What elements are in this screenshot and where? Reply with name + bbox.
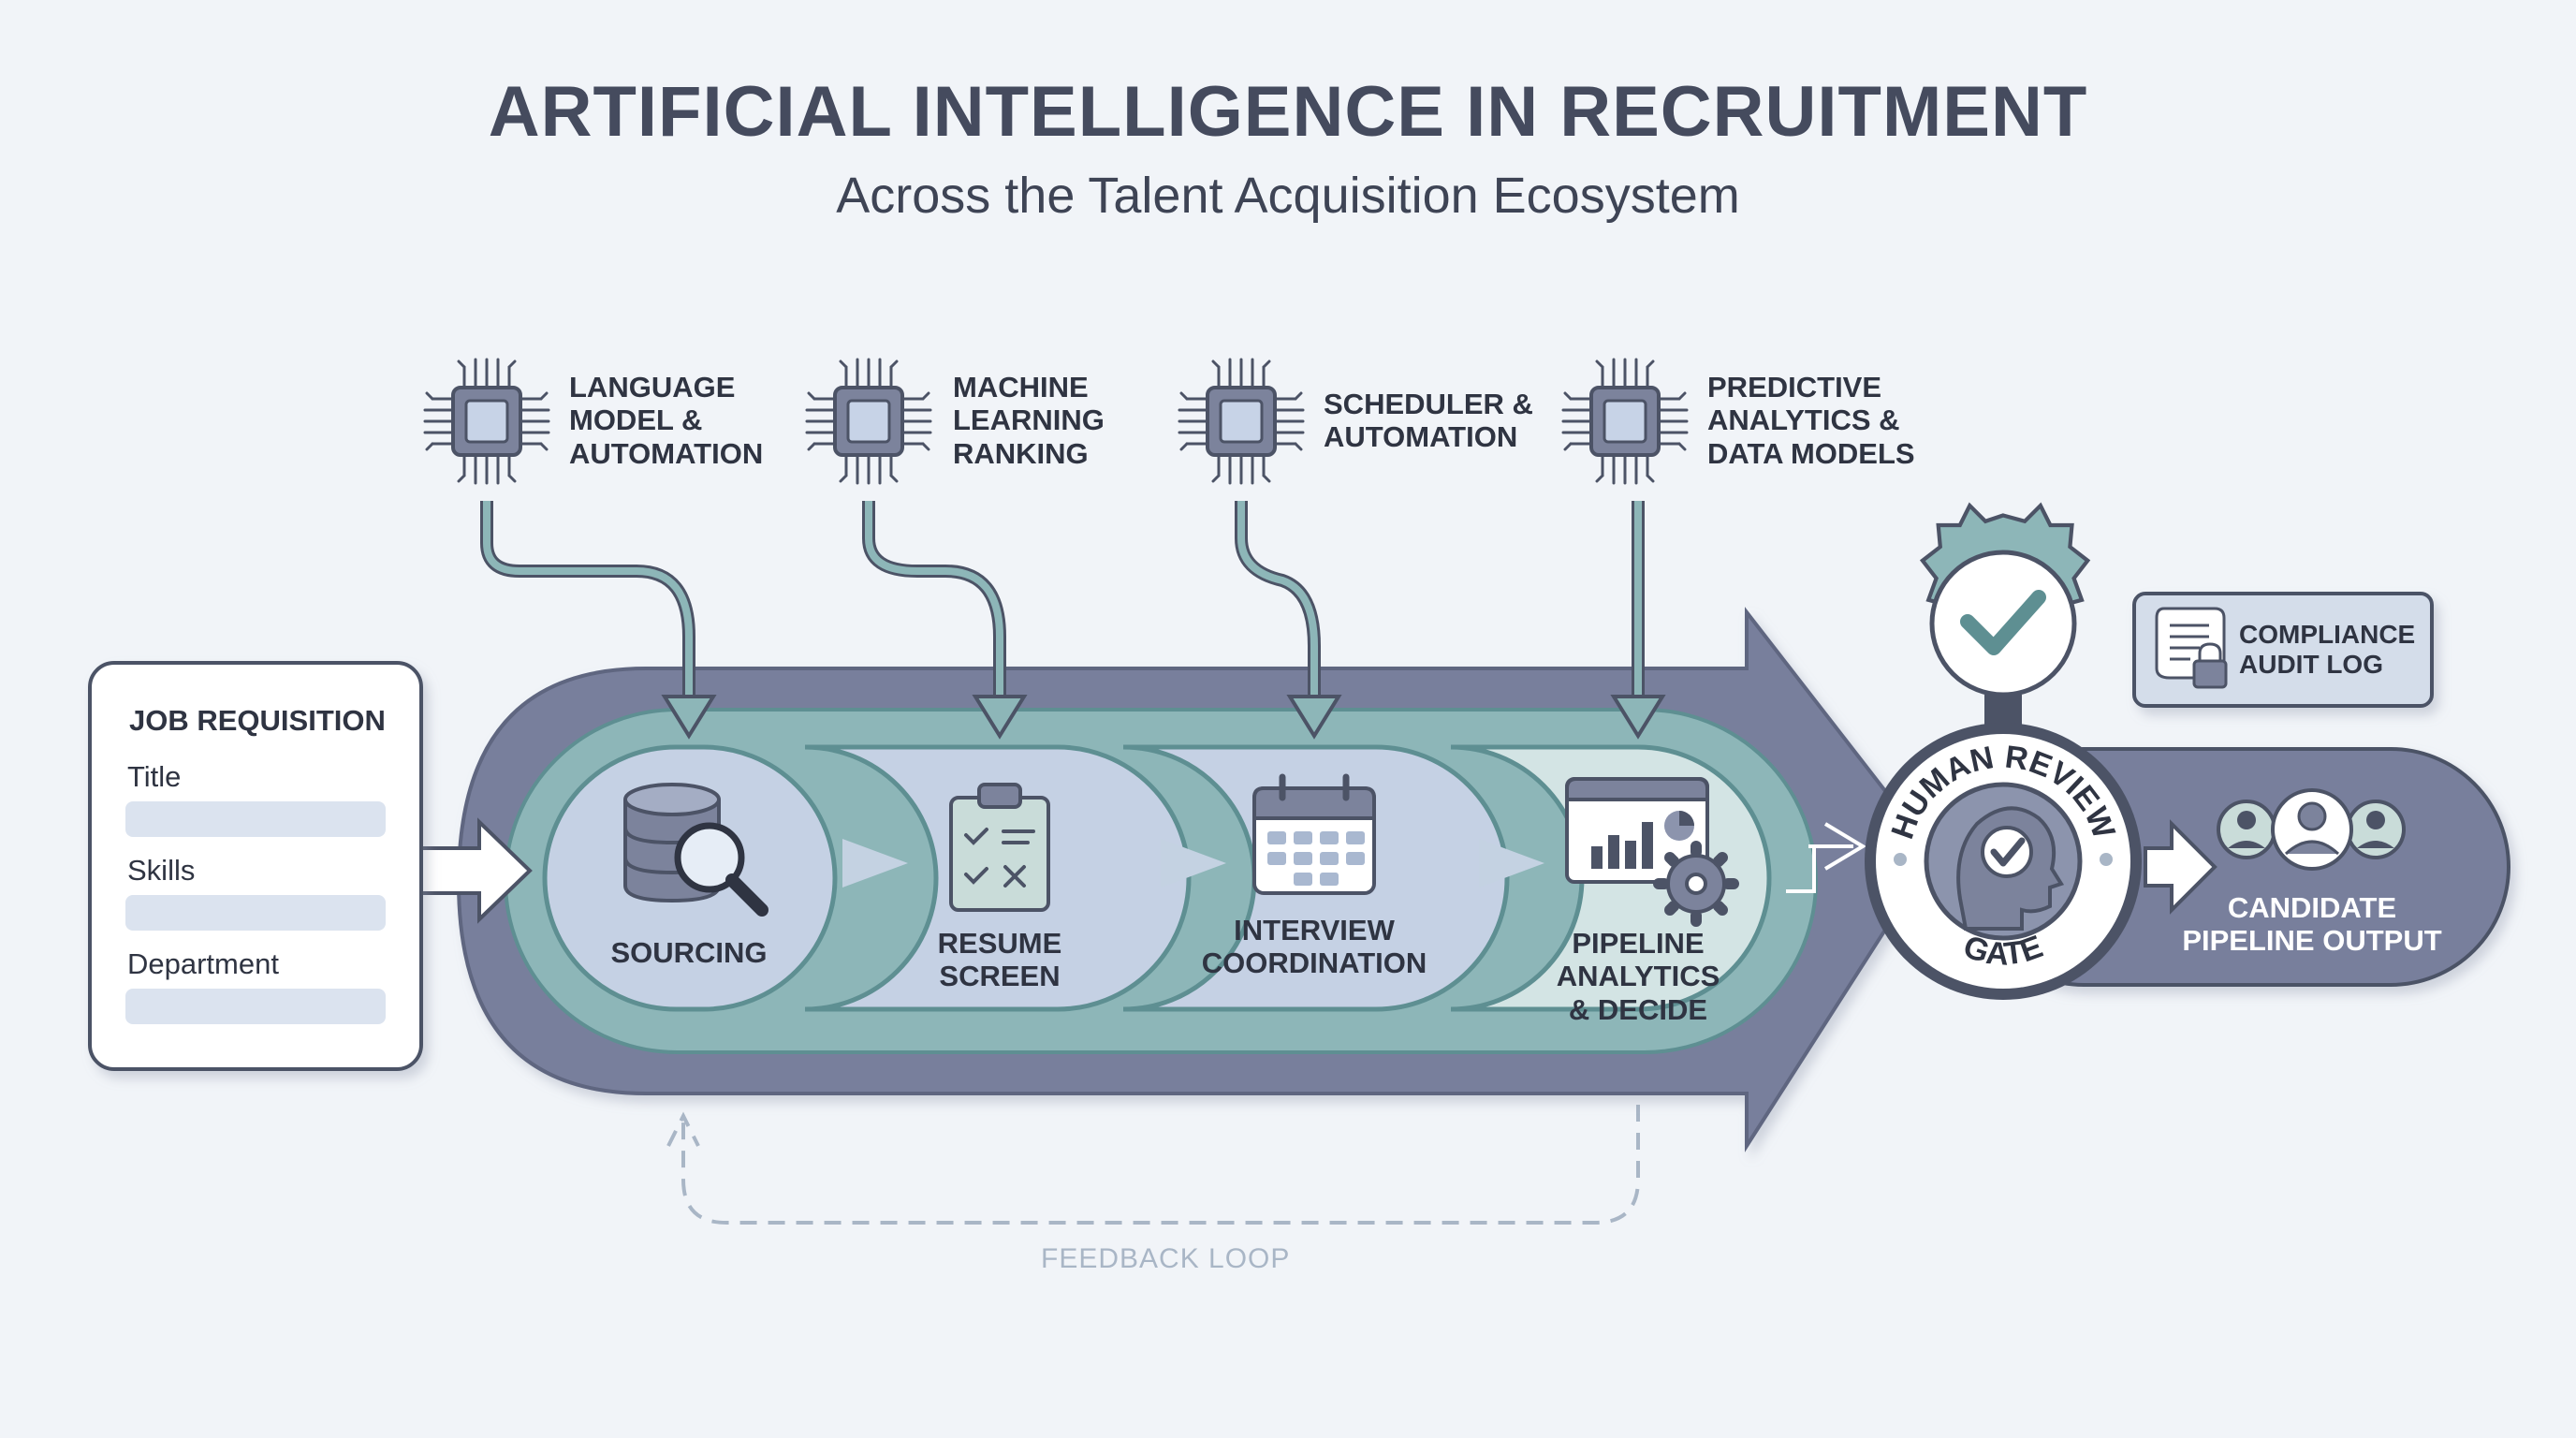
- chip-icon: [805, 358, 932, 485]
- calendar-icon: [1252, 773, 1376, 895]
- feedback-arrowhead: [666, 1111, 700, 1147]
- output-label: CANDIDATE PIPELINE OUTPUT: [2182, 891, 2442, 958]
- field-label-skills: Skills: [127, 854, 196, 887]
- chip-icon: [1561, 358, 1689, 485]
- stage-label-resume: RESUME SCREEN: [937, 927, 1062, 993]
- stage-chevrons: [842, 839, 1544, 888]
- ai-module-language-label: LANGUAGE MODEL & AUTOMATION: [569, 371, 764, 470]
- department-field-box[interactable]: [125, 989, 386, 1024]
- ai-module-predictive-label: PREDICTIVE ANALYTICS & DATA MODELS: [1707, 371, 1915, 470]
- feedback-loop-path: [681, 1049, 1640, 1225]
- dashboard-gear-icon: [1565, 777, 1739, 927]
- stage-label-sourcing: SOURCING: [610, 936, 768, 969]
- feedback-loop-label: FEEDBACK LOOP: [1041, 1243, 1291, 1274]
- field-label-title: Title: [127, 760, 182, 793]
- ai-module-scheduler-label: SCHEDULER & AUTOMATION: [1324, 388, 1533, 454]
- job-requisition-title: JOB REQUISITION: [129, 704, 386, 737]
- chip-icon: [423, 358, 550, 485]
- gate-entry-arrow: [1786, 844, 1853, 893]
- compliance-card: [2132, 592, 2434, 708]
- clipboard-checklist-icon: [949, 783, 1050, 912]
- stage-label-pipeline: PIPELINE ANALYTICS & DECIDE: [1556, 927, 1720, 1026]
- chip-icon: [1178, 358, 1305, 485]
- page-subtitle: Across the Talent Acquisition Ecosystem: [836, 168, 1740, 224]
- output-arrow: [2144, 819, 2217, 915]
- stage-label-interview: INTERVIEW COORDINATION: [1201, 914, 1427, 980]
- scroll-lock-icon: [2155, 607, 2228, 689]
- connector-arrowheads: [661, 695, 1666, 740]
- people-group-icon: [2217, 788, 2406, 871]
- title-field-box[interactable]: [125, 801, 386, 837]
- compliance-label: COMPLIANCE AUDIT LOG: [2239, 620, 2416, 679]
- database-search-icon: [623, 783, 768, 917]
- head-check-icon: [1956, 806, 2065, 931]
- field-label-department: Department: [127, 947, 279, 980]
- human-review-gate: HUMAN REVIEW GATE: [1865, 502, 2142, 1000]
- skills-field-box[interactable]: [125, 895, 386, 931]
- job-requisition-card: [88, 661, 423, 1071]
- page-title: ARTIFICIAL INTELLIGENCE IN RECRUITMENT: [488, 72, 2088, 152]
- ai-connectors: [480, 501, 1645, 710]
- ai-module-ranking-label: MACHINE LEARNING RANKING: [953, 371, 1105, 470]
- input-arrow: [419, 817, 533, 924]
